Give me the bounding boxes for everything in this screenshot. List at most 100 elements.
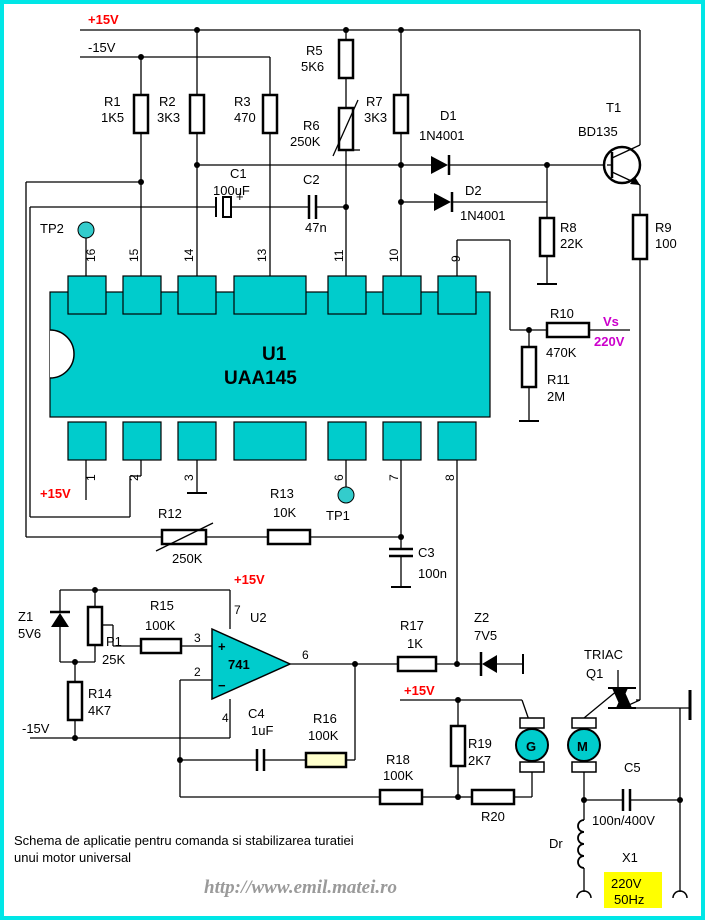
resistor-r18 — [180, 788, 458, 806]
r10-ref: R10 — [550, 306, 574, 321]
c4-ref: C4 — [248, 706, 265, 721]
u1-pin7: 7 — [387, 474, 401, 481]
r19-value: 2K7 — [468, 753, 491, 768]
d2-value: 1N4001 — [460, 208, 506, 223]
z1-ref: Z1 — [18, 609, 33, 624]
diode-d1 — [197, 155, 607, 175]
r6-value: 250K — [290, 134, 321, 149]
ic-u1 — [49, 275, 491, 461]
r17-value: 1K — [407, 636, 423, 651]
motor-m — [567, 689, 619, 800]
z2-ref: Z2 — [474, 610, 489, 625]
vs-voltage: 220V — [594, 334, 625, 349]
c1-ref: C1 — [230, 166, 247, 181]
u1-pin2: 2 — [127, 474, 141, 481]
choke-label: Dr — [549, 836, 563, 851]
r1-value: 1K5 — [101, 110, 124, 125]
r16-ref: R16 — [313, 711, 337, 726]
u2-pin2: 2 — [194, 665, 201, 679]
r13-ref: R13 — [270, 486, 294, 501]
u1-pin8: 8 — [443, 474, 457, 481]
triac-ref: Q1 — [586, 666, 603, 681]
opamp-u2 — [179, 627, 398, 797]
u2-plus15: +15V — [234, 572, 265, 587]
r6-ref: R6 — [303, 118, 320, 133]
r12-ref: R12 — [158, 506, 182, 521]
rail-wires — [80, 29, 641, 145]
u1-pin1-supply: +15V — [40, 486, 71, 501]
generator-supply — [400, 699, 533, 806]
mains-ref: X1 — [622, 850, 638, 865]
mains-voltage: 220V — [611, 876, 642, 891]
r13-value: 10K — [273, 505, 296, 520]
resistor-r3 — [261, 57, 279, 276]
tp2-label: TP2 — [40, 221, 64, 236]
resistor-r17 — [396, 655, 480, 673]
resistor-r15 — [139, 637, 212, 655]
r3-value: 470 — [234, 110, 256, 125]
r5-value: 5K6 — [301, 59, 324, 74]
rail-minus15-label: -15V — [88, 40, 116, 55]
svg-text:+: + — [236, 189, 244, 204]
tp1 — [337, 486, 355, 504]
t1-value: BD135 — [578, 124, 618, 139]
left-loop — [25, 181, 162, 538]
u1-pin10: 10 — [387, 248, 401, 262]
mains-box — [604, 872, 662, 908]
caption-line1: Schema de aplicatie pentru comanda si st… — [14, 833, 354, 848]
diode-d2 — [401, 192, 547, 212]
cap-line: + — [30, 189, 346, 219]
p1-value: 25K — [102, 652, 125, 667]
c4-r16-line — [180, 664, 356, 771]
u2-minus: − — [218, 678, 226, 693]
u1-pin11: 11 — [332, 249, 346, 262]
c3-ref: C3 — [418, 545, 435, 560]
d1-value: 1N4001 — [419, 128, 465, 143]
p1-ref: P1 — [106, 634, 122, 649]
r8-value: 22K — [560, 236, 583, 251]
r3-ref: R3 — [234, 94, 251, 109]
u2-pin4: 4 — [222, 711, 229, 725]
resistor-r12 — [155, 522, 268, 552]
potentiometer-p1 — [86, 590, 141, 662]
gen-plus15: +15V — [404, 683, 435, 698]
r18-value: 100K — [383, 768, 414, 783]
r9-value: 100 — [655, 236, 677, 251]
u1-pin15: 15 — [127, 248, 141, 262]
caption-line2: unui motor universal — [14, 850, 131, 865]
u1-pin1: 1 — [84, 474, 98, 481]
mains-frequency: 50Hz — [614, 892, 644, 907]
r10-value: 470K — [546, 345, 577, 360]
r16-value: 100K — [308, 728, 339, 743]
z1-value: 5V6 — [18, 626, 41, 641]
resistor-r1 — [132, 57, 150, 276]
motor-label: M — [577, 739, 588, 754]
d1-ref: D1 — [440, 108, 457, 123]
resistor-r5 — [337, 30, 355, 108]
r9-ref: R9 — [655, 220, 672, 235]
website-url: http://www.emil.matei.ro — [204, 877, 397, 898]
vs-label: Vs — [603, 314, 619, 329]
r19-ref: R19 — [468, 736, 492, 751]
r11-ref: R11 — [547, 372, 570, 387]
tp1-label: TP1 — [326, 508, 350, 523]
r11-value: 2M — [547, 389, 565, 404]
u1-pin14: 14 — [182, 248, 196, 262]
r1-ref: R1 — [104, 94, 121, 109]
r20-ref: R20 — [481, 809, 505, 824]
u2-minus15: -15V — [22, 721, 50, 736]
u1-pin3: 3 — [182, 474, 196, 481]
resistor-r9 — [631, 213, 649, 700]
c3-value: 100n — [418, 566, 447, 581]
pin9-wiring — [456, 239, 630, 422]
resistor-r13 — [266, 528, 401, 546]
r12-value: 250K — [172, 551, 203, 566]
u1-bottom-wiring — [85, 460, 458, 662]
d2-ref: D2 — [465, 183, 482, 198]
resistor-r7 — [392, 30, 410, 276]
zener-z2 — [479, 652, 524, 676]
r5-ref: R5 — [306, 43, 323, 58]
generator-g — [515, 717, 549, 773]
resistor-r2 — [188, 30, 206, 276]
